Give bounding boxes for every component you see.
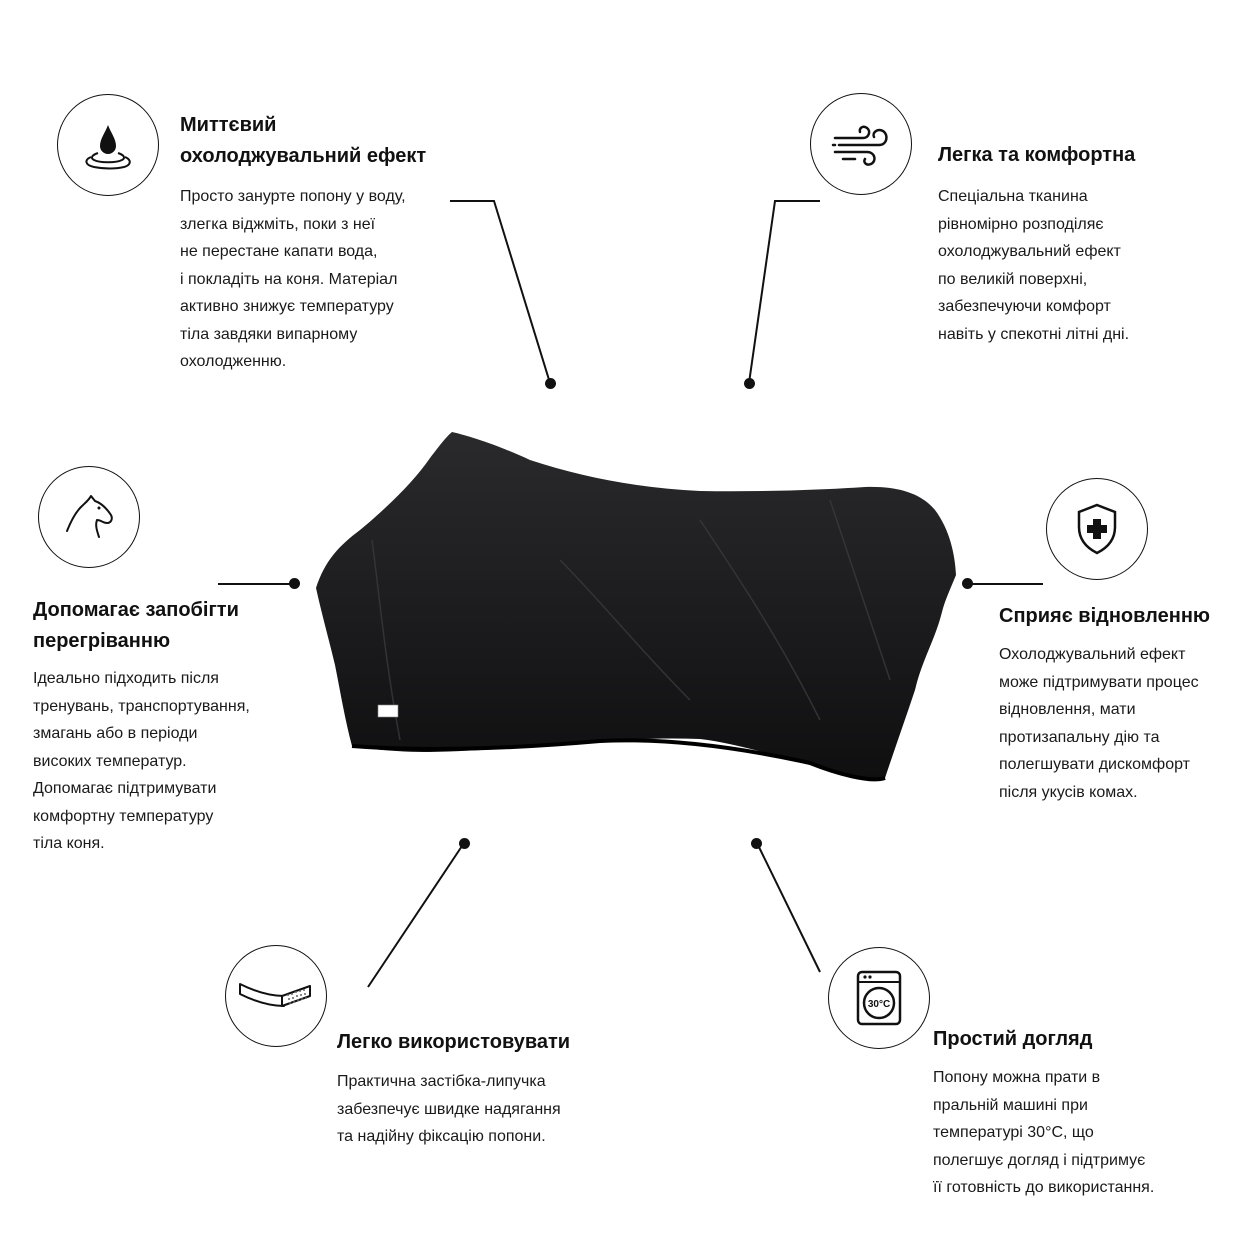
overheating-icon-badge: [38, 466, 140, 568]
blanket-fold: [829, 499, 891, 681]
cooling-description: Просто занурте попону у воду,злегка відж…: [180, 188, 406, 370]
velcro-strap-icon: [239, 983, 311, 1007]
horse-head-icon: [66, 495, 113, 538]
recovery-title: Сприяє відновленню: [999, 605, 1210, 627]
connector-dot-care: [751, 838, 762, 849]
connector-line-light: [748, 200, 820, 384]
connector-dot-overheating: [289, 578, 300, 589]
connector-dot-light: [744, 378, 755, 389]
care-icon-badge: 30°C: [828, 947, 930, 1049]
care-title: Простий догляд: [933, 1028, 1093, 1050]
connector-dot-recovery: [962, 578, 973, 589]
wash-temp-label: 30°C: [868, 999, 890, 1010]
connector-line-care: [756, 842, 821, 973]
easy-title: Легко використовувати: [337, 1031, 571, 1053]
shield-cross-icon: [1077, 503, 1117, 555]
easy-icon-badge: [225, 945, 327, 1047]
cooling-icon-badge: [57, 94, 159, 196]
connector-dot-easy: [459, 838, 470, 849]
blanket-fold: [559, 559, 691, 701]
blanket-trim: [351, 738, 886, 782]
connector-line-cooling: [450, 200, 551, 384]
washing-machine-icon: 30°C: [856, 970, 902, 1026]
wind-icon: [831, 125, 888, 166]
recovery-icon-badge: [1046, 478, 1148, 580]
water-drop-icon: [85, 125, 131, 170]
blanket-label-patch: [377, 704, 399, 718]
light-title: Легка та комфортна: [938, 144, 1136, 166]
light-icon-badge: [810, 93, 912, 195]
blanket-shape: [316, 432, 956, 780]
blanket-fold: [699, 519, 821, 721]
connector-line-easy: [367, 842, 465, 988]
connector-dot-cooling: [545, 378, 556, 389]
